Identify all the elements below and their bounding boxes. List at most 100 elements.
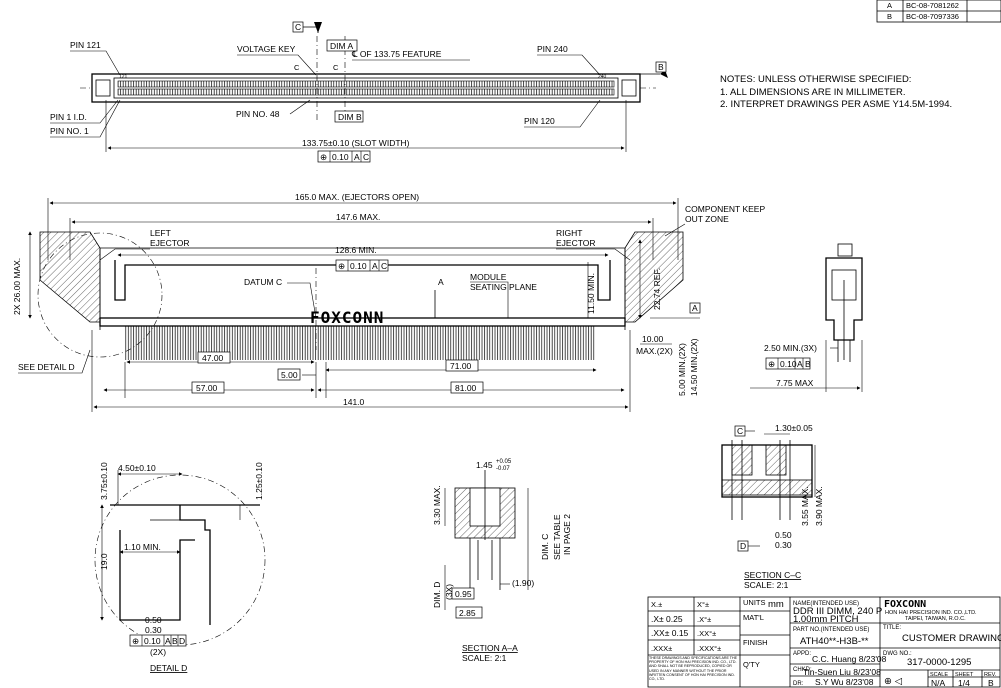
rev-b-ecn: BC-08-7097336 [906,12,959,21]
slot-tol: 0.10 [332,152,349,162]
tol-row-3-b: .XXX°± [697,644,721,653]
aa-dim-d: DIM. D [432,582,442,608]
tol-row-3-a: .XXX± [651,644,672,653]
dr-label: DR: [793,681,804,687]
chkd-label: CHKD: [793,667,812,673]
rev-a-ecn: BC-08-7081262 [906,1,959,10]
aa-tol-plus: +0.05 [496,459,512,465]
tol-row-2-b: .XX°± [697,629,716,638]
appd-value: C.C. Huang 8/23'08 [812,654,887,664]
detail-d-title: DETAIL D [150,663,187,673]
dwgno-value: 317-0000-1295 [907,657,971,668]
label-module-2: SEATING PLANE [470,282,537,292]
d-0-30: 0.30 [145,625,162,635]
label-keepout-1: COMPONENT KEEP [685,204,765,214]
slot-ref-c: C [363,152,369,162]
aa-1-90: (1.90) [512,578,534,588]
cc-max-3-55: 3.55 MAX. [800,486,810,526]
dd-ref-a: A [165,636,171,646]
side-ref-a: A [797,359,803,369]
aa-see-table-1: SEE TABLE [552,514,562,560]
label-keepout-2: OUT ZONE [685,214,729,224]
d-1-25: 1.25±0.10 [254,462,264,500]
tol-row-2-a: .XX± 0.15 [651,628,689,638]
front-datum-a: A [692,303,698,313]
see-detail-d: SEE DETAIL D [18,362,75,372]
dim-max-2x: MAX.(2X) [636,346,673,356]
detail-d: 3.75±0.10 4.50±0.10 1.25±0.10 19.0 1.10 … [94,462,266,673]
tol-row-0-a: X.± [651,600,662,609]
d-min-1-10: 1.10 MIN. [124,542,161,552]
label-right-ejector-1: RIGHT [556,228,582,238]
tol-row-0-b: X°± [697,600,709,609]
partno-label: PART NO.(INTENDED USE) [793,627,869,633]
section-cc-title: SECTION C–C [744,570,801,580]
label-dim-b: DIM B [338,112,362,122]
position-symbol: ⊕ [320,152,327,162]
projection-symbol: ⊕ ◁ [884,676,903,687]
scale-value: N/A [931,678,946,688]
front-tol: 0.10 [350,261,367,271]
dim-10: 10.00 [642,334,664,344]
note-2: 2. INTERPRET DRAWINGS PER ASME Y14.5M-19… [720,99,952,110]
notes-header: NOTES: UNLESS OTHERWISE SPECIFIED: [720,74,911,85]
label-pin-no-48: PIN NO. 48 [236,109,280,119]
side-ref-b: B [805,359,811,369]
label-pin240: PIN 240 [537,44,568,54]
side-view: 2.50 MIN.(3X) ⊕ 0.10 A B 7.75 MAX [750,243,863,392]
company-line1: HON HAI PRECISION IND. CO.,LTD. [885,610,977,616]
side-tol: 0.10 [780,359,797,369]
small-121: 121 [119,74,128,80]
label-centerline: ℄ OF 133.75 FEATURE [351,49,442,59]
min-5-2x: 5.00 MIN.(2X) [677,343,687,396]
chkd-value: Tin-Suen Liu 8/23'08 [803,667,881,677]
aa-3x: (3X) [444,584,454,600]
note-1: 1. ALL DIMENSIONS ARE IN MILLIMETER. [720,87,905,98]
label-right-ejector-2: EJECTOR [556,238,596,248]
section-aa-scale: SCALE: 2:1 [462,653,507,663]
min-14-50-2x: 14.50 MIN.(2X) [689,338,699,396]
dr-value: S.Y Wu 8/23'08 [815,677,874,687]
rev-b-letter: B [887,12,892,21]
dim-5: 5.00 [281,370,298,380]
ref-22-74: 22.74 REF. [652,268,662,310]
units-value: mm [768,599,784,610]
tol-row-1-b: .X°± [697,615,711,624]
top-view: C 121 240 C C B PIN 121 VOLTAGE KEY DIM … [50,21,668,163]
label-left-ejector-2: EJECTOR [150,238,190,248]
d-0-50: 0.50 [145,615,162,625]
cc-datum-c: C [737,426,743,436]
front-view: 165.0 MAX. (EJECTORS OPEN) 147.6 MAX. 12… [12,192,765,412]
label-module-1: MODULE [470,272,507,282]
rev-label: REV. [984,672,997,678]
dim-141: 141.0 [343,397,365,407]
company-line2: TAIPEI, TAIWAN, R.O.C. [905,616,966,622]
dim-57: 57.00 [196,383,218,393]
dd-2x: (2X) [150,647,166,657]
title-block: X.± X°± .X± 0.25 .X°± .XX± 0.15 .XX°± .X… [647,596,1001,688]
dd-ref-b: B [172,636,178,646]
aa-dim-c: DIM. C [540,534,550,560]
dim-81: 81.00 [455,383,477,393]
units-label: UNITS [743,598,766,607]
appd-label: APPD: [793,651,811,657]
foxconn-logo: FOXCONN [310,308,384,327]
small-240: 240 [598,74,607,80]
finish-label: FINISH [743,638,768,647]
label-datum-c: DATUM C [244,277,282,287]
section-cc-scale: SCALE: 2:1 [744,580,789,590]
aa-2-85: 2.85 [459,608,476,618]
dd-position-symbol: ⊕ [132,636,139,646]
cc-datum-d: D [740,541,746,551]
dd-tol: 0.10 [144,636,161,646]
section-cc: C 1.30±0.05 3.55 MAX. 3.90 MAX. D 0.50 0… [721,423,824,590]
disclaimer: THESE DRAWINGS AND SPECIFICATIONS ARE TH… [649,656,737,682]
d-3-75: 3.75±0.10 [99,462,109,500]
cc-1-30: 1.30±0.05 [775,423,813,433]
min-128: 128.6 MIN. [335,245,377,255]
revision-table: A BC-08-7081262 B BC-08-7097336 [876,0,1001,23]
label-pin121: PIN 121 [70,40,101,50]
slot-ref-a: A [354,152,360,162]
aa-0-95: 0.95 [455,589,472,599]
max-2x-26: 2X 26.00 MAX. [12,258,22,315]
